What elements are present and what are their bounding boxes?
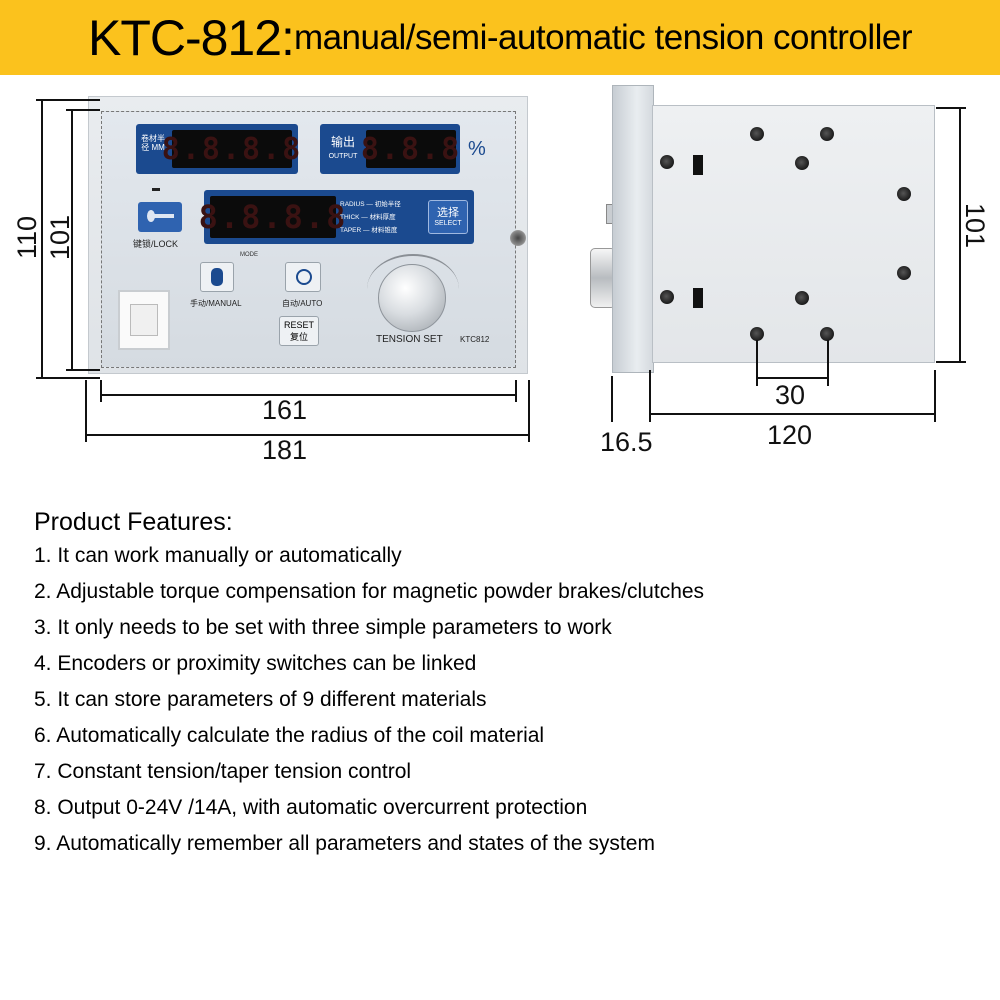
feature-item: 8. Output 0-24V /14A, with automatic ove… xyxy=(34,796,588,819)
output-digits: 8.8.8 xyxy=(360,130,462,168)
led-indicator xyxy=(152,188,160,191)
radius-display: 卷材半径 MM 8.8.8.8 xyxy=(136,124,303,174)
select-button[interactable]: 选择 SELECT xyxy=(428,200,468,234)
parameter-digits: 8.8.8.8 xyxy=(198,196,348,238)
model-title: KTC-812: xyxy=(87,9,295,66)
title-banner: KTC-812:manual/semi-automatic tension co… xyxy=(0,0,1000,75)
mount-hole xyxy=(660,155,674,169)
knob-label: TENSION SET xyxy=(376,334,443,345)
knob-scale xyxy=(367,254,459,324)
dim-hole-spacing: 30 xyxy=(775,380,806,410)
auto-button[interactable] xyxy=(285,262,321,292)
mode-thick-cn: 材料厚度 xyxy=(369,214,396,221)
mount-slot xyxy=(693,288,703,308)
dim-height-outer: 110 xyxy=(12,215,43,260)
model-description: manual/semi-automatic tension controller xyxy=(293,17,913,57)
feature-item: 9. Automatically remember all parameters… xyxy=(34,832,655,855)
mode-taper: TAPER — 材料锥度 xyxy=(340,227,398,234)
mount-hole xyxy=(897,187,911,201)
feature-item: 5. It can store parameters of 9 differen… xyxy=(34,688,487,711)
dim-plate: 16.5 xyxy=(600,427,653,457)
mode-radius: RADIUS — 初始半径 xyxy=(340,201,401,208)
feature-item: 3. It only needs to be set with three si… xyxy=(34,616,612,639)
side-dimension-lines xyxy=(611,107,966,422)
dim-side-height: 101 xyxy=(960,202,991,249)
mounting-screw xyxy=(510,230,526,246)
mode-thick: THICK — 材料厚度 xyxy=(340,214,396,221)
mount-slot xyxy=(693,155,703,175)
tension-knob[interactable] xyxy=(378,264,446,332)
mode-radius-cn: 初始半径 xyxy=(374,201,401,208)
mode-thick-en: THICK xyxy=(340,214,360,221)
dim-width-inner: 161 xyxy=(262,395,308,425)
mount-hole xyxy=(750,127,764,141)
mode-taper-en: TAPER xyxy=(340,227,362,234)
select-button-cn: 选择 xyxy=(437,207,459,219)
feature-item: 7. Constant tension/taper tension contro… xyxy=(34,760,412,783)
manual-label: 手动/MANUAL xyxy=(190,299,242,308)
reset-cn: 复位 xyxy=(289,332,308,342)
feature-item: 6. Automatically calculate the radius of… xyxy=(34,724,545,747)
feature-item: 4. Encoders or proximity switches can be… xyxy=(34,652,477,675)
side-body xyxy=(652,105,935,363)
mount-hole xyxy=(795,156,809,170)
mode-list: RADIUS — 初始半径 THICK — 材料厚度 TAPER — 材料锥度 xyxy=(340,198,426,237)
output-display: 输出 OUTPUT 8.8.8 xyxy=(320,124,460,174)
radius-digits: 8.8.8.8 xyxy=(161,130,303,168)
mode-taper-cn: 材料锥度 xyxy=(371,227,398,234)
model-mark: KTC812 xyxy=(460,335,490,344)
lock-label: 键锁/LOCK xyxy=(133,239,179,249)
key-shaft xyxy=(154,214,174,218)
auto-label: 自动/AUTO xyxy=(282,299,323,308)
feature-item: 1. It can work manually or automatically xyxy=(34,544,402,567)
mount-hole xyxy=(750,327,764,341)
power-switch[interactable] xyxy=(118,290,170,350)
percent-sign: % xyxy=(468,138,486,160)
output-label-cn: 输出 xyxy=(330,135,355,149)
reset-button[interactable]: RESET 复位 xyxy=(279,316,319,346)
reset-en: RESET xyxy=(283,320,314,330)
power-switch-rocker xyxy=(130,304,158,336)
feature-item: 2. Adjustable torque compensation for ma… xyxy=(34,580,705,603)
manual-button[interactable] xyxy=(200,262,234,292)
features-list: 1. It can work manually or automatically… xyxy=(34,542,704,866)
mount-hole xyxy=(820,327,834,341)
mount-hole xyxy=(660,290,674,304)
side-front-plate xyxy=(612,85,654,373)
dim-height-inner: 101 xyxy=(45,214,76,261)
mount-hole xyxy=(897,266,911,280)
dim-width-outer: 181 xyxy=(262,435,308,465)
key-icon xyxy=(147,210,155,222)
mount-hole xyxy=(795,291,809,305)
mode-radius-en: RADIUS xyxy=(340,201,365,208)
power-icon xyxy=(296,269,312,285)
radius-display-label: 卷材半径 MM xyxy=(141,134,165,152)
features-title: Product Features: xyxy=(34,508,233,536)
front-dimension-lines xyxy=(36,99,530,442)
lock-button[interactable] xyxy=(138,202,182,232)
output-label-en: OUTPUT xyxy=(328,153,358,160)
select-button-en: SELECT xyxy=(434,220,462,227)
hand-icon xyxy=(211,268,223,286)
mount-hole xyxy=(820,127,834,141)
dim-depth: 120 xyxy=(767,420,813,450)
parameter-display: 8.8.8.8 RADIUS — 初始半径 THICK — 材料厚度 TAPER… xyxy=(198,190,474,244)
mode-label: MODE xyxy=(240,252,258,258)
